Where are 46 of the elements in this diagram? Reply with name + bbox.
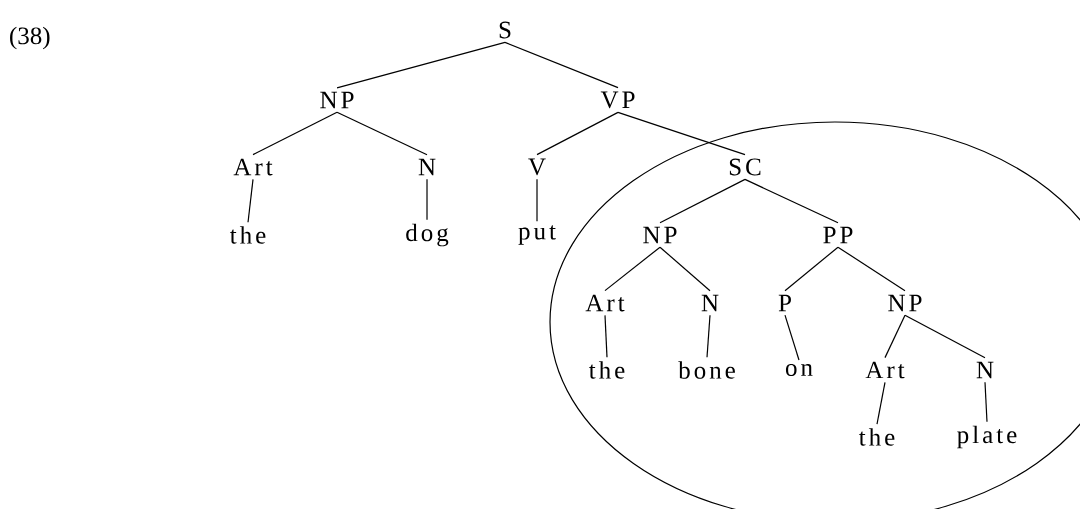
tree-label: the [589,361,625,379]
branch-line [837,246,906,292]
branch-line [744,178,839,224]
tree-label: P [778,294,791,312]
tree-label: bone [678,361,735,379]
branch-line [247,178,254,223]
tree-label: S [499,21,511,39]
tree-label: Art [233,158,273,176]
tree-label: PP [823,226,853,244]
branch-line [784,246,839,292]
branch-line [659,178,746,224]
branch-line [784,314,800,361]
tree-label: plate [957,425,1017,449]
tree-label: dog [406,223,449,247]
branch-line [659,246,711,292]
branch-line [604,314,608,358]
branch-line [876,381,886,425]
branch-line [336,41,506,89]
branch-line [336,111,428,156]
branch-line [984,381,988,423]
branch-line [252,111,338,156]
branch-line [884,314,906,359]
branch-line [536,111,619,156]
tree-label: Art [865,361,905,379]
branch-line [426,178,428,221]
tree-label: V [528,158,546,176]
tree-label: N [418,158,436,176]
tree-label: NP [888,294,922,312]
tree-label: VP [600,91,635,109]
tree-label: NP [320,91,354,109]
tree-label: N [701,294,719,312]
example-number: (38) [10,26,50,50]
branch-line [604,246,661,292]
branch-line [706,314,711,358]
branch-line [504,41,619,89]
branch-line [536,178,538,222]
tree-label: the [859,428,895,446]
tree-label: Art [585,294,625,312]
tree-label: N [976,361,994,379]
tree-label: NP [643,226,677,244]
tree-label: put [518,225,556,245]
tree-label: the [230,226,266,244]
tree-label: on [785,364,813,376]
branch-line [617,111,746,156]
branch-line [904,314,986,359]
tree-label: SC [729,158,761,176]
